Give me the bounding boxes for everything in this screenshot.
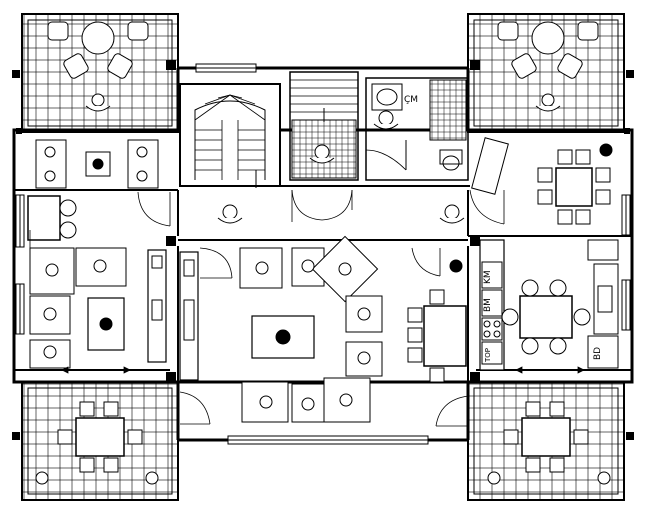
- wc: ÇM: [365, 77, 469, 181]
- tv-unit-left: [147, 249, 199, 381]
- staircase: [179, 83, 281, 188]
- round-table-top-right: [497, 21, 599, 112]
- kitchen-bm-label: BM: [483, 298, 493, 312]
- doors: [137, 189, 505, 427]
- section-marks: [29, 129, 585, 374]
- kitchen-bd-label: BD: [593, 347, 603, 360]
- table-bottom-right: [487, 401, 611, 485]
- wall-columns: [12, 60, 634, 440]
- kitchen-top-label: TOP: [484, 348, 492, 363]
- sofa-set-left: [29, 247, 127, 369]
- windows: [15, 63, 631, 445]
- wc-basin-label: ÇM: [404, 95, 418, 105]
- corridor: [217, 110, 465, 273]
- kitchen: KM BM TOP BD: [479, 239, 619, 371]
- sitting-area-upper-left: [35, 139, 159, 189]
- dining-table-center: [407, 289, 467, 383]
- kitchen-km-label: KM: [483, 270, 493, 284]
- desk-left: [27, 195, 77, 241]
- table-bottom-left: [35, 401, 159, 485]
- round-table-top-left: [47, 21, 149, 112]
- elevator-hall: [289, 71, 359, 181]
- living-room: [239, 235, 383, 423]
- dining-right: [471, 137, 613, 225]
